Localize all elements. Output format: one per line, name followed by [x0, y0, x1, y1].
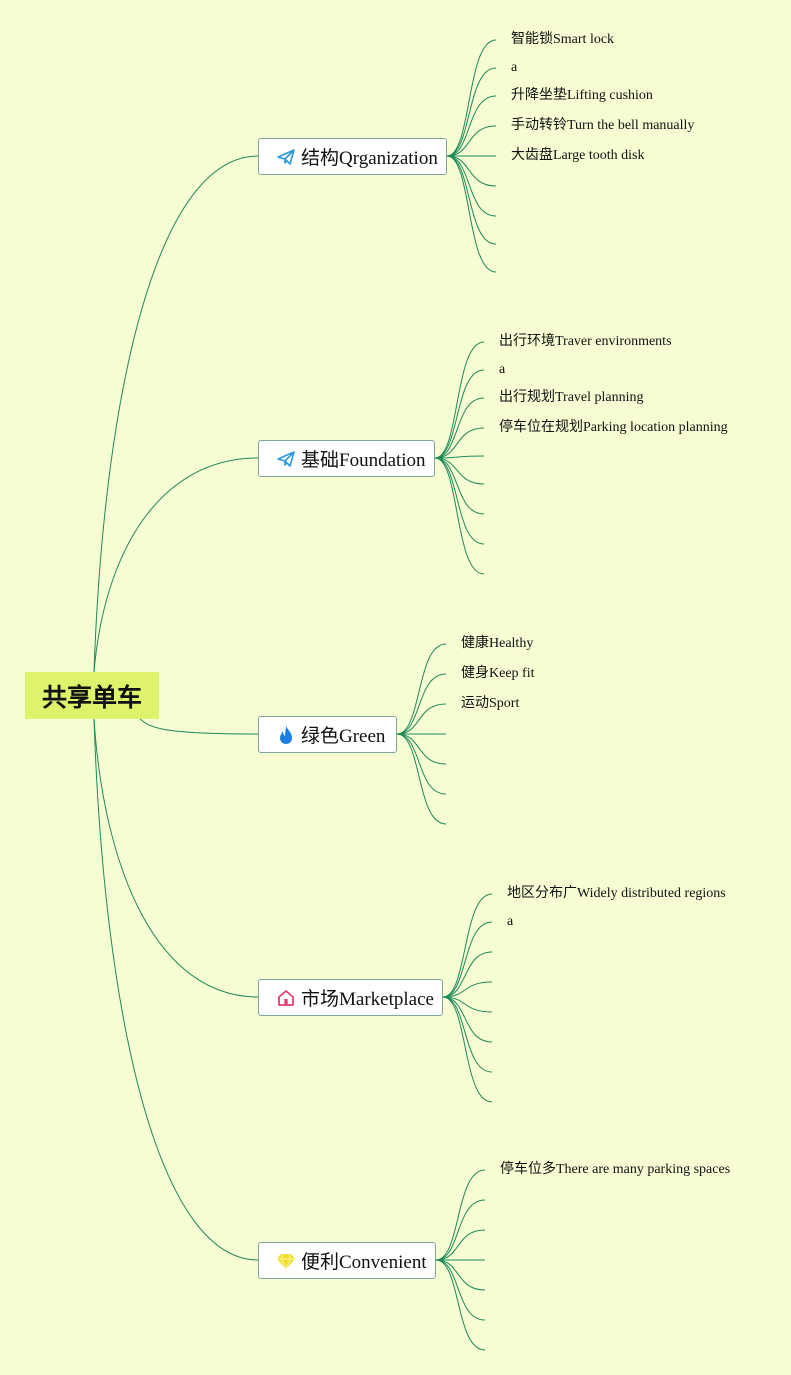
paper-plane-icon — [276, 147, 296, 167]
leaf-node[interactable]: 出行环境Traver environments — [499, 334, 672, 349]
root-label: 共享单车 — [41, 682, 142, 712]
branch-label: 绿色Green — [301, 726, 386, 747]
leaf-node[interactable]: 停车位多There are many parking spaces — [500, 1162, 731, 1177]
connector-line — [442, 996, 493, 1073]
connector-line — [396, 703, 447, 735]
connector-line — [434, 457, 485, 545]
connector-line — [434, 457, 485, 515]
diamond-icon — [276, 1251, 296, 1271]
connector-line — [435, 1259, 486, 1321]
connector-line — [434, 457, 485, 485]
connector-line — [446, 67, 497, 157]
connector-line — [396, 673, 447, 735]
connector-line — [442, 921, 493, 998]
connector-line — [442, 981, 493, 998]
connector-line — [442, 951, 493, 998]
connector-line — [446, 95, 497, 157]
branch-node-foundation[interactable]: 基础Foundation — [258, 440, 435, 477]
connector-line — [93, 718, 259, 1261]
branch-node-green[interactable]: 绿色Green — [258, 716, 397, 753]
branch-label: 结构Qrganization — [301, 148, 438, 169]
connector-line — [434, 341, 485, 459]
connector-line — [396, 733, 447, 765]
flame-icon — [276, 725, 296, 745]
leaf-node[interactable]: 健身Keep fit — [461, 666, 535, 681]
leaf-node[interactable]: a — [511, 60, 518, 75]
branch-node-organization[interactable]: 结构Qrganization — [258, 138, 447, 175]
leaf-node[interactable]: 停车位在规划Parking location planning — [499, 420, 728, 435]
connector-line — [435, 1259, 486, 1351]
connector-line — [435, 1169, 486, 1261]
paper-plane-icon — [276, 449, 296, 469]
connector-line — [442, 996, 493, 1103]
connector-line — [435, 1199, 486, 1261]
house-icon — [276, 988, 296, 1008]
connector-line — [93, 718, 259, 998]
leaf-node[interactable]: 大齿盘Large tooth disk — [511, 148, 645, 163]
connector-line — [139, 718, 259, 735]
leaf-node[interactable]: 运动Sport — [461, 696, 520, 711]
connector-line — [442, 893, 493, 998]
connector-line — [434, 455, 485, 459]
connector-line — [434, 369, 485, 459]
connector-line — [446, 155, 497, 245]
leaf-node[interactable]: 出行规划Travel planning — [499, 390, 644, 405]
connector-line — [396, 733, 447, 795]
leaf-node[interactable]: 手动转铃Turn the bell manually — [511, 118, 695, 133]
connector-line — [446, 155, 497, 187]
branch-label: 便利Convenient — [301, 1252, 427, 1273]
connector-line — [446, 155, 497, 273]
connector-line — [93, 155, 259, 673]
connector-line — [396, 733, 447, 825]
connector-line — [435, 1229, 486, 1261]
root-node[interactable]: 共享单车 — [25, 672, 159, 719]
leaf-node[interactable]: a — [507, 914, 514, 929]
branch-label: 市场Marketplace — [301, 989, 434, 1010]
leaf-node[interactable]: 升降坐垫Lifting cushion — [511, 88, 653, 103]
connector-line — [396, 643, 447, 735]
connector-line — [446, 39, 497, 157]
branch-node-convenient[interactable]: 便利Convenient — [258, 1242, 436, 1279]
connector-line — [442, 996, 493, 1013]
branch-node-marketplace[interactable]: 市场Marketplace — [258, 979, 443, 1016]
branch-label: 基础Foundation — [301, 450, 426, 471]
connector-line — [93, 457, 259, 673]
connector-line — [434, 457, 485, 575]
leaf-node[interactable]: 健康Healthy — [461, 636, 534, 651]
connector-line — [434, 427, 485, 459]
connector-line — [446, 125, 497, 157]
connector-line — [446, 155, 497, 217]
leaf-node[interactable]: a — [499, 362, 506, 377]
connector-line — [442, 996, 493, 1043]
leaf-node[interactable]: 地区分布广Widely distributed regions — [507, 886, 726, 901]
connector-line — [435, 1259, 486, 1291]
leaf-node[interactable]: 智能锁Smart lock — [511, 32, 615, 47]
connector-line — [434, 397, 485, 459]
